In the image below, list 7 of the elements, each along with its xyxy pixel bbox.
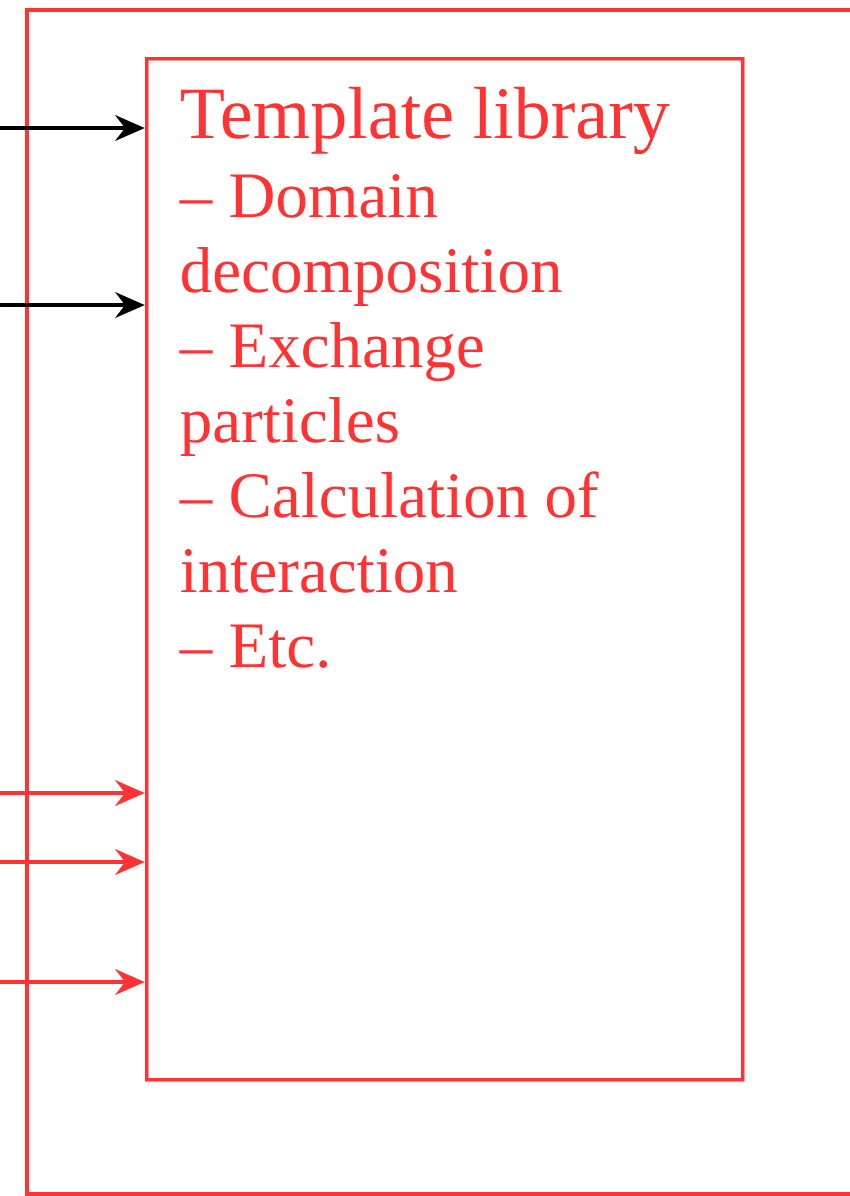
template-box (145, 57, 745, 1082)
frame (25, 8, 850, 1196)
list-item: – Domain decomposition (179, 174, 562, 306)
list-item: – Etc. (179, 624, 328, 668)
list-item: – Calculation of interaction (179, 471, 599, 593)
box-heading: Template library (181, 86, 670, 155)
list-item: – Exchange particles (179, 322, 483, 456)
